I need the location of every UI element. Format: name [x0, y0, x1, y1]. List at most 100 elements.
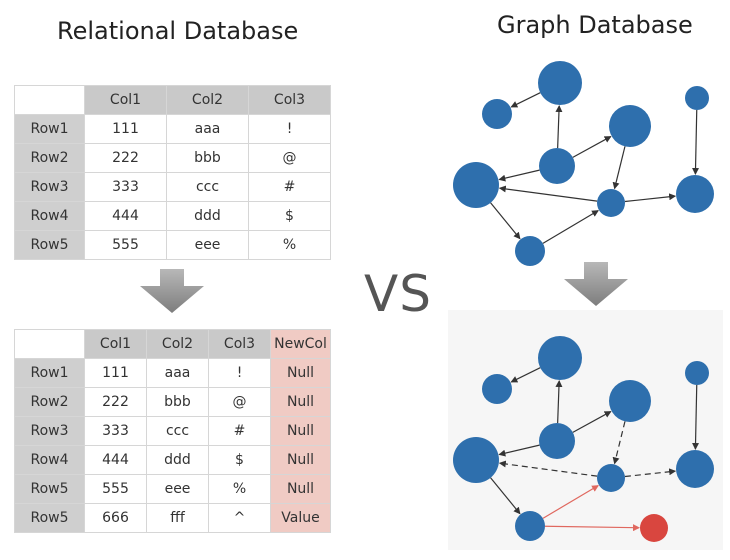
new-graph-edge [542, 485, 599, 519]
table-cell: bbb [166, 143, 249, 173]
table-cell: bbb [146, 387, 209, 417]
graph-edge [612, 421, 626, 465]
table-cell: 666 [84, 503, 147, 533]
graph-node [453, 437, 499, 483]
row-header: Row4 [14, 201, 85, 231]
new-graph-node [640, 514, 668, 542]
graph-edge [624, 468, 677, 478]
table-row: Row2 222 bbb @ Null [14, 387, 331, 417]
relational-table-after: Col1 Col2 Col3 NewCol Row1 111 aaa ! Nul… [14, 329, 331, 533]
table-row: Row4 444 ddd $ [14, 201, 331, 231]
row-header: Row4 [14, 445, 85, 475]
column-header: Col2 [166, 85, 249, 115]
new-graph-edge [544, 524, 641, 532]
graph-node [609, 105, 651, 147]
graph-edge [510, 367, 541, 383]
table-cell: @ [208, 387, 271, 417]
graph-node [597, 189, 625, 217]
relational-table-before: Col1 Col2 Col3 Row1 111 aaa ! Row2 222 b… [14, 85, 331, 260]
graph-after-panel [448, 310, 723, 550]
new-column-cell: Value [270, 503, 331, 533]
table-cell: # [248, 172, 331, 202]
table-cell: 222 [84, 143, 167, 173]
row-header: Row5 [14, 474, 85, 504]
graph-edge [498, 169, 540, 182]
graph-diagram [453, 61, 714, 542]
graph-edge [692, 109, 700, 176]
graph-edge [510, 92, 541, 108]
table-row: Row3 333 ccc # Null [14, 416, 331, 446]
table-corner-cell [14, 329, 85, 359]
graph-edge [498, 185, 598, 202]
row-header: Row1 [14, 114, 85, 144]
graph-node [597, 464, 625, 492]
graph-node [685, 361, 709, 385]
column-header: Col2 [146, 329, 209, 359]
vs-label: VS [364, 265, 432, 323]
row-header: Row2 [14, 387, 85, 417]
row-header: Row1 [14, 358, 85, 388]
graph-node [539, 423, 575, 459]
row-header: Row2 [14, 143, 85, 173]
table-row: Row1 111 aaa ! [14, 114, 331, 144]
table-cell: 111 [84, 358, 147, 388]
table-row: Row4 444 ddd $ Null [14, 445, 331, 475]
graph-node [609, 380, 651, 422]
column-header: Col1 [84, 85, 167, 115]
table-cell: ccc [166, 172, 249, 202]
table-cell: 444 [84, 201, 167, 231]
table-cell: 333 [84, 172, 167, 202]
table-cell: ddd [166, 201, 249, 231]
table-cell: ! [248, 114, 331, 144]
new-column-cell: Null [270, 474, 331, 504]
graph-edge [498, 460, 598, 477]
graph-edge [490, 477, 521, 515]
column-header: Col3 [248, 85, 331, 115]
graph-title: Graph Database [497, 11, 693, 39]
row-header: Row5 [14, 230, 85, 260]
graph-edge [498, 444, 540, 457]
graph-edge [624, 193, 677, 203]
graph-node [482, 374, 512, 404]
graph-node [676, 450, 714, 488]
table-cell: $ [208, 445, 271, 475]
row-header: Row3 [14, 416, 85, 446]
table-row: Row3 333 ccc # [14, 172, 331, 202]
graph-node [515, 511, 545, 541]
table-cell: ddd [146, 445, 209, 475]
table-cell: 333 [84, 416, 147, 446]
graph-node [539, 148, 575, 184]
table-cell: % [208, 474, 271, 504]
new-column-header: NewCol [270, 329, 331, 359]
graph-node [538, 61, 582, 105]
graph-edge [572, 136, 612, 158]
table-cell: 111 [84, 114, 167, 144]
graph-edge [490, 202, 521, 240]
graph-node [515, 236, 545, 266]
new-column-cell: Null [270, 416, 331, 446]
table-cell: aaa [146, 358, 209, 388]
graph-edge [572, 411, 612, 433]
relational-title: Relational Database [57, 17, 299, 45]
row-header: Row5 [14, 503, 85, 533]
table-cell: 555 [84, 474, 147, 504]
graph-edge [555, 104, 563, 149]
column-header: Col3 [208, 329, 271, 359]
table-cell: aaa [166, 114, 249, 144]
graph-node [685, 86, 709, 110]
table-cell: 222 [84, 387, 147, 417]
table-cell: # [208, 416, 271, 446]
graph-node [538, 336, 582, 380]
new-column-cell: Null [270, 445, 331, 475]
table-cell: 555 [84, 230, 167, 260]
graph-node [676, 175, 714, 213]
down-arrow-graph [564, 262, 628, 306]
table-cell: 444 [84, 445, 147, 475]
table-cell: % [248, 230, 331, 260]
table-cell: fff [146, 503, 209, 533]
table-row: Row2 222 bbb @ [14, 143, 331, 173]
graph-edge [555, 379, 563, 424]
table-row: Row5 555 eee % [14, 230, 331, 260]
down-arrow-relational [140, 269, 204, 313]
table-corner-cell [14, 85, 85, 115]
